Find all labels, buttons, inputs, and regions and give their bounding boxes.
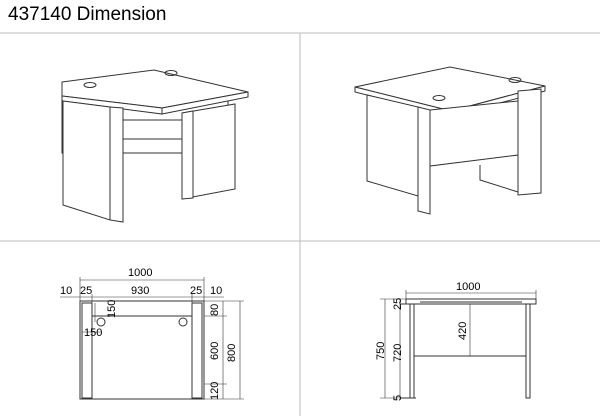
drawing-title: 437140 Dimension xyxy=(8,4,167,25)
dim-left-inner: 25 xyxy=(80,285,92,297)
plan-grommet-left xyxy=(96,317,106,327)
modesty-panel-back-view xyxy=(429,100,519,167)
desk-front-perspective xyxy=(61,69,249,223)
dim-inner-width: 930 xyxy=(131,285,149,297)
plan-desktop-outline xyxy=(79,300,205,400)
plan-right-leg xyxy=(191,302,203,399)
side-right-leg xyxy=(525,303,531,399)
dim-side-panel: 420 xyxy=(457,322,469,340)
plan-view: 1000 10 25 930 25 10 150 150 80 600 800 … xyxy=(60,267,244,400)
dim-right-outer: 10 xyxy=(210,285,222,297)
dim-side-total: 750 xyxy=(375,342,387,360)
dim-side-foot: 5 xyxy=(392,395,404,401)
cable-grommet-right xyxy=(164,70,178,76)
dim-hole-offset-y: 150 xyxy=(106,300,118,318)
dim-hole-offset-x: 150 xyxy=(84,327,102,339)
plan-left-leg xyxy=(81,302,93,399)
side-left-leg xyxy=(409,303,415,399)
dim-depth-front: 80 xyxy=(209,304,221,316)
dim-depth-total: 800 xyxy=(226,344,238,362)
side-elevation: 1000 25 720 750 420 5 xyxy=(375,281,537,401)
left-leg-edge-back-view xyxy=(417,106,431,215)
dim-side-top: 25 xyxy=(392,298,404,310)
cable-grommet-left xyxy=(83,82,97,88)
dim-side-width: 1000 xyxy=(456,281,480,293)
dim-top-width: 1000 xyxy=(128,267,152,279)
dim-left-outer: 10 xyxy=(60,285,72,297)
side-desktop xyxy=(405,298,537,305)
dim-right-inner: 25 xyxy=(190,285,202,297)
dim-side-height: 720 xyxy=(392,344,404,362)
desktop-side-edge xyxy=(161,91,249,115)
right-leg-edge xyxy=(181,110,194,200)
dim-depth-back: 120 xyxy=(209,382,221,400)
cable-grommet-back-right xyxy=(508,77,522,83)
plan-grommet-right xyxy=(178,317,188,327)
desk-back-perspective xyxy=(354,66,546,215)
right-leg-back-view xyxy=(517,88,542,196)
cable-grommet-back-left xyxy=(432,95,446,101)
dim-depth-mid: 600 xyxy=(209,342,221,360)
left-leg-panel xyxy=(62,100,111,221)
left-leg-edge xyxy=(109,106,124,223)
left-leg-back-view xyxy=(366,94,419,197)
right-leg-foot-line xyxy=(479,165,519,193)
